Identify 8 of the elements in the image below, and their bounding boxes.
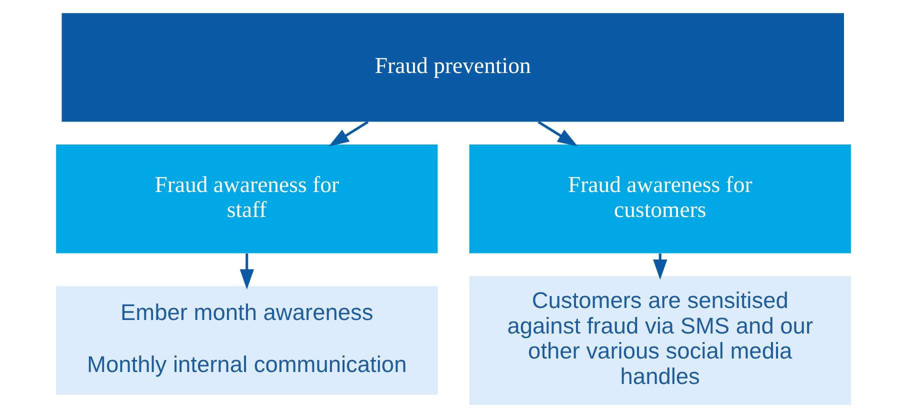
node-box: Fraud awareness for customers — [468, 144, 850, 254]
node-box: Fraud prevention — [61, 13, 844, 122]
arrow — [537, 120, 578, 146]
node-box: Ember month awareness Monthly internal communication — [56, 286, 438, 395]
arrow — [239, 254, 254, 290]
node-box: Fraud awareness for staff — [56, 144, 438, 254]
arrow — [328, 120, 368, 146]
node-box: Customers are sensitised against fraud via SMS and our other various social media handles — [468, 276, 850, 405]
